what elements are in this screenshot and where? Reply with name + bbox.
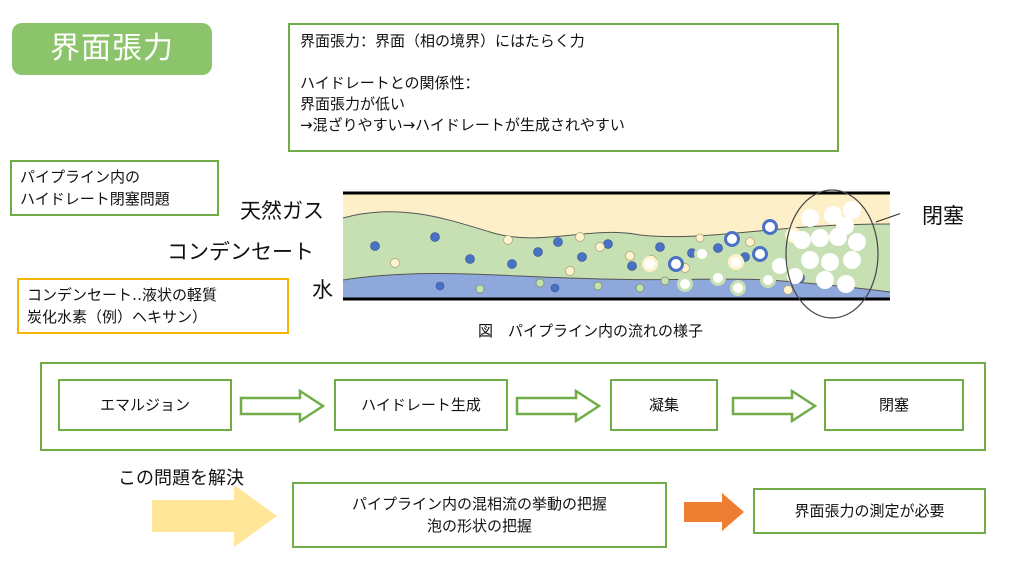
figure-caption: 図 パイプライン内の流れの様子 — [478, 322, 704, 340]
relation-line: →混ざりやすい→ハイドレートが生成されやすい — [300, 116, 625, 134]
hydrate-particles — [642, 219, 801, 296]
flow-arrow — [731, 388, 818, 424]
step-hydrate-formation: ハイドレート生成 — [334, 379, 508, 431]
condensate-layer-label: コンデンセート — [167, 240, 314, 264]
solve-line: 泡の形状の把握 — [426, 517, 532, 535]
condensate-note-box: コンデンセート‥液状の軽質 炭化水素（例）ヘキサン） — [17, 278, 289, 334]
blockage-cluster — [772, 201, 866, 293]
definition-line: 界面張力：界面（相の境界）にはたらく力 — [300, 32, 585, 50]
blockage-outline — [785, 189, 879, 319]
solve-label: この問題を解決 — [118, 468, 244, 489]
pipeline-problem-box: パイプライン内の ハイドレート閉塞問題 — [10, 160, 219, 216]
blockage-pointer — [875, 213, 900, 223]
relation-line: 界面張力が低い — [300, 95, 406, 113]
definition-box: 界面張力：界面（相の境界）にはたらく力 ハイドレートとの関係性： 界面張力が低い… — [288, 23, 839, 152]
water-layer-label: 水 — [312, 278, 333, 302]
page-title: 界面張力 — [12, 23, 212, 75]
flow-arrow — [515, 388, 602, 424]
requirement-box: 界面張力の測定が必要 — [753, 488, 986, 534]
step-blockage: 閉塞 — [824, 379, 964, 431]
pipeline-problem-line: パイプライン内の — [20, 168, 141, 186]
condensate-note-line: コンデンセート‥液状の軽質 — [27, 286, 218, 304]
solve-arrow — [152, 485, 277, 547]
gas-layer-label: 天然ガス — [240, 199, 324, 223]
blockage-label: 閉塞 — [922, 204, 964, 228]
solve-line: パイプライン内の混相流の挙動の把握 — [351, 495, 607, 513]
solve-box: パイプライン内の混相流の挙動の把握 泡の形状の把握 — [292, 482, 667, 548]
condensate-note-line: 炭化水素（例）ヘキサン） — [27, 308, 208, 326]
pipeline-problem-line: ハイドレート閉塞問題 — [20, 190, 170, 208]
step-emulsion: エマルジョン — [58, 379, 232, 431]
pipeline-flow-illustration — [342, 189, 900, 319]
flow-arrow — [239, 388, 326, 424]
relation-heading: ハイドレートとの関係性： — [300, 74, 480, 92]
water-green-droplets — [475, 276, 670, 294]
requirement-arrow — [684, 493, 744, 531]
step-aggregation: 凝集 — [610, 379, 718, 431]
